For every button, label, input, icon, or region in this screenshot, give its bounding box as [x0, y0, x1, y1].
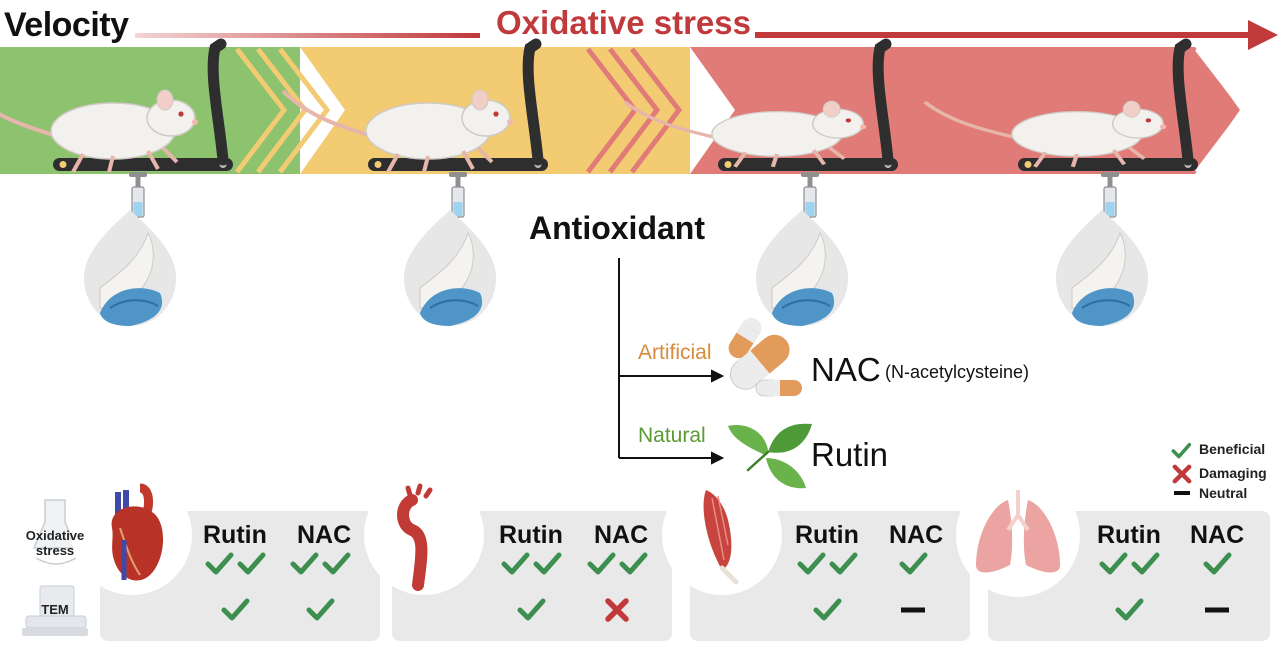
antioxidant-branch-lines — [618, 258, 725, 465]
panel-2-col2-header: NAC — [594, 521, 649, 549]
aorta-icon — [397, 483, 433, 591]
rutin-label: Rutin — [811, 436, 889, 473]
dash-icon — [901, 607, 925, 613]
velocity-gradient-line — [135, 33, 480, 38]
panel-2-col1-header: Rutin — [499, 521, 563, 549]
oxidative-stress-arrow-shaft — [755, 32, 1255, 38]
row-label-oxidative-stress: Oxidative stress — [25, 528, 85, 558]
panel-3-col1-header: Rutin — [795, 521, 859, 549]
injected-mouse-drop-icon — [755, 209, 849, 327]
oxidative-stress-title: Oxidative stress — [496, 4, 751, 41]
muscle-icon — [703, 490, 739, 585]
capsules-icon — [728, 317, 802, 397]
injected-mouse-drop-icon — [1055, 209, 1149, 327]
panel-1-col1-header: Rutin — [203, 521, 267, 549]
panel-3-col2-header: NAC — [889, 521, 944, 549]
natural-label: Natural — [638, 424, 706, 447]
artificial-label: Artificial — [638, 341, 712, 364]
nac-label: NAC — [811, 351, 881, 388]
oxidative-stress-arrow-head — [1248, 20, 1278, 50]
legend-check-icon — [1171, 442, 1192, 459]
legend-damaging: Damaging — [1199, 465, 1267, 481]
injected-mouse-drop-icon — [403, 209, 497, 327]
panel-4-col1-header: Rutin — [1097, 521, 1161, 549]
row-label-tem: TEM — [41, 602, 69, 617]
injected-mouse-drop-icon — [83, 209, 177, 327]
legend-neutral: Neutral — [1199, 485, 1248, 501]
velocity-title: Velocity — [4, 6, 129, 44]
heart-icon — [111, 483, 164, 581]
panel-4-col2-header: NAC — [1190, 521, 1245, 549]
nac-full-name: (N-acetylcysteine) — [885, 362, 1030, 382]
legend-dash-icon — [1174, 491, 1190, 495]
antioxidant-label: Antioxidant — [529, 210, 705, 246]
leaves-icon — [728, 423, 812, 489]
dash-icon — [1205, 607, 1229, 613]
legend-beneficial: Beneficial — [1199, 441, 1266, 457]
lungs-icon — [976, 490, 1060, 573]
panel-1-col2-header: NAC — [297, 521, 352, 549]
legend-cross-icon — [1175, 467, 1189, 481]
microscope-icon — [22, 585, 88, 636]
